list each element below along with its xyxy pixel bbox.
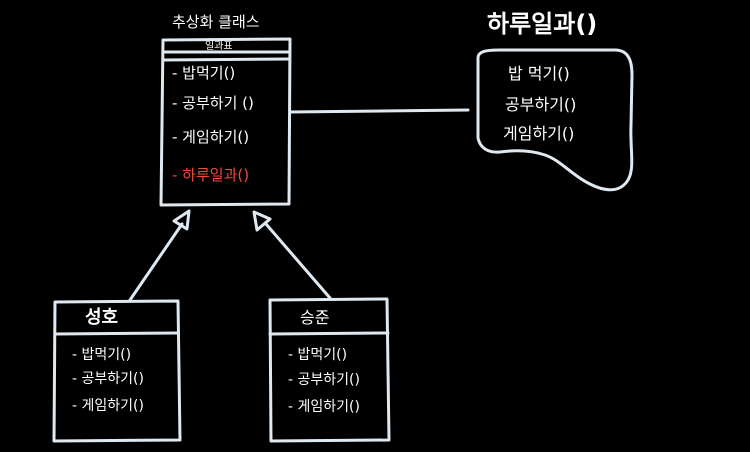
abstract-method-1: - 밥먹기(): [172, 64, 236, 82]
note-line-3: 게임하기(): [503, 124, 575, 143]
inheritance-line-seungjun: [264, 222, 332, 300]
abstract-method-3: - 게임하기(): [172, 128, 250, 146]
subclass-name-seongho: 성호: [85, 307, 119, 328]
subclass-name-seungjun: 승준: [300, 308, 330, 327]
subclass-seongho-method-3: - 게임하기(): [72, 398, 144, 414]
abstract-class-caption: 추상화 클래스: [172, 13, 260, 31]
subclass-box-seungjun: [268, 297, 391, 443]
subclass-seungjun-method-3: - 게임하기(): [288, 399, 360, 415]
subclass-seongho-method-1: - 밥먹기(): [72, 347, 132, 363]
abstract-method-2: - 공부하기 (): [172, 94, 254, 112]
subclass-seongho-method-2: - 공부하기(): [72, 371, 144, 387]
note-line-1: 밥 먹기(): [508, 64, 570, 83]
subclass-box-seongho: [52, 299, 182, 443]
note-connector-line: [288, 108, 470, 114]
note-shape: [476, 48, 634, 192]
subclass-seungjun-method-1: - 밥먹기(): [288, 347, 348, 363]
subclass-divider-seungjun: [268, 331, 390, 336]
inheritance-line-seongho: [128, 222, 184, 302]
abstract-class-name-divider: [161, 57, 291, 62]
abstract-method-highlighted: - 하루일과(): [172, 166, 250, 184]
note-title: 하루일과(): [487, 10, 598, 38]
subclass-seungjun-method-2: - 공부하기(): [288, 372, 360, 388]
inheritance-arrowhead-seongho: [172, 209, 191, 231]
abstract-class-box: [159, 37, 292, 207]
note-line-2: 공부하기(): [505, 95, 577, 114]
inheritance-arrowhead-seungjun: [252, 210, 272, 232]
subclass-divider-seongho: [53, 331, 180, 336]
abstract-class-name: 일과표: [205, 41, 233, 52]
